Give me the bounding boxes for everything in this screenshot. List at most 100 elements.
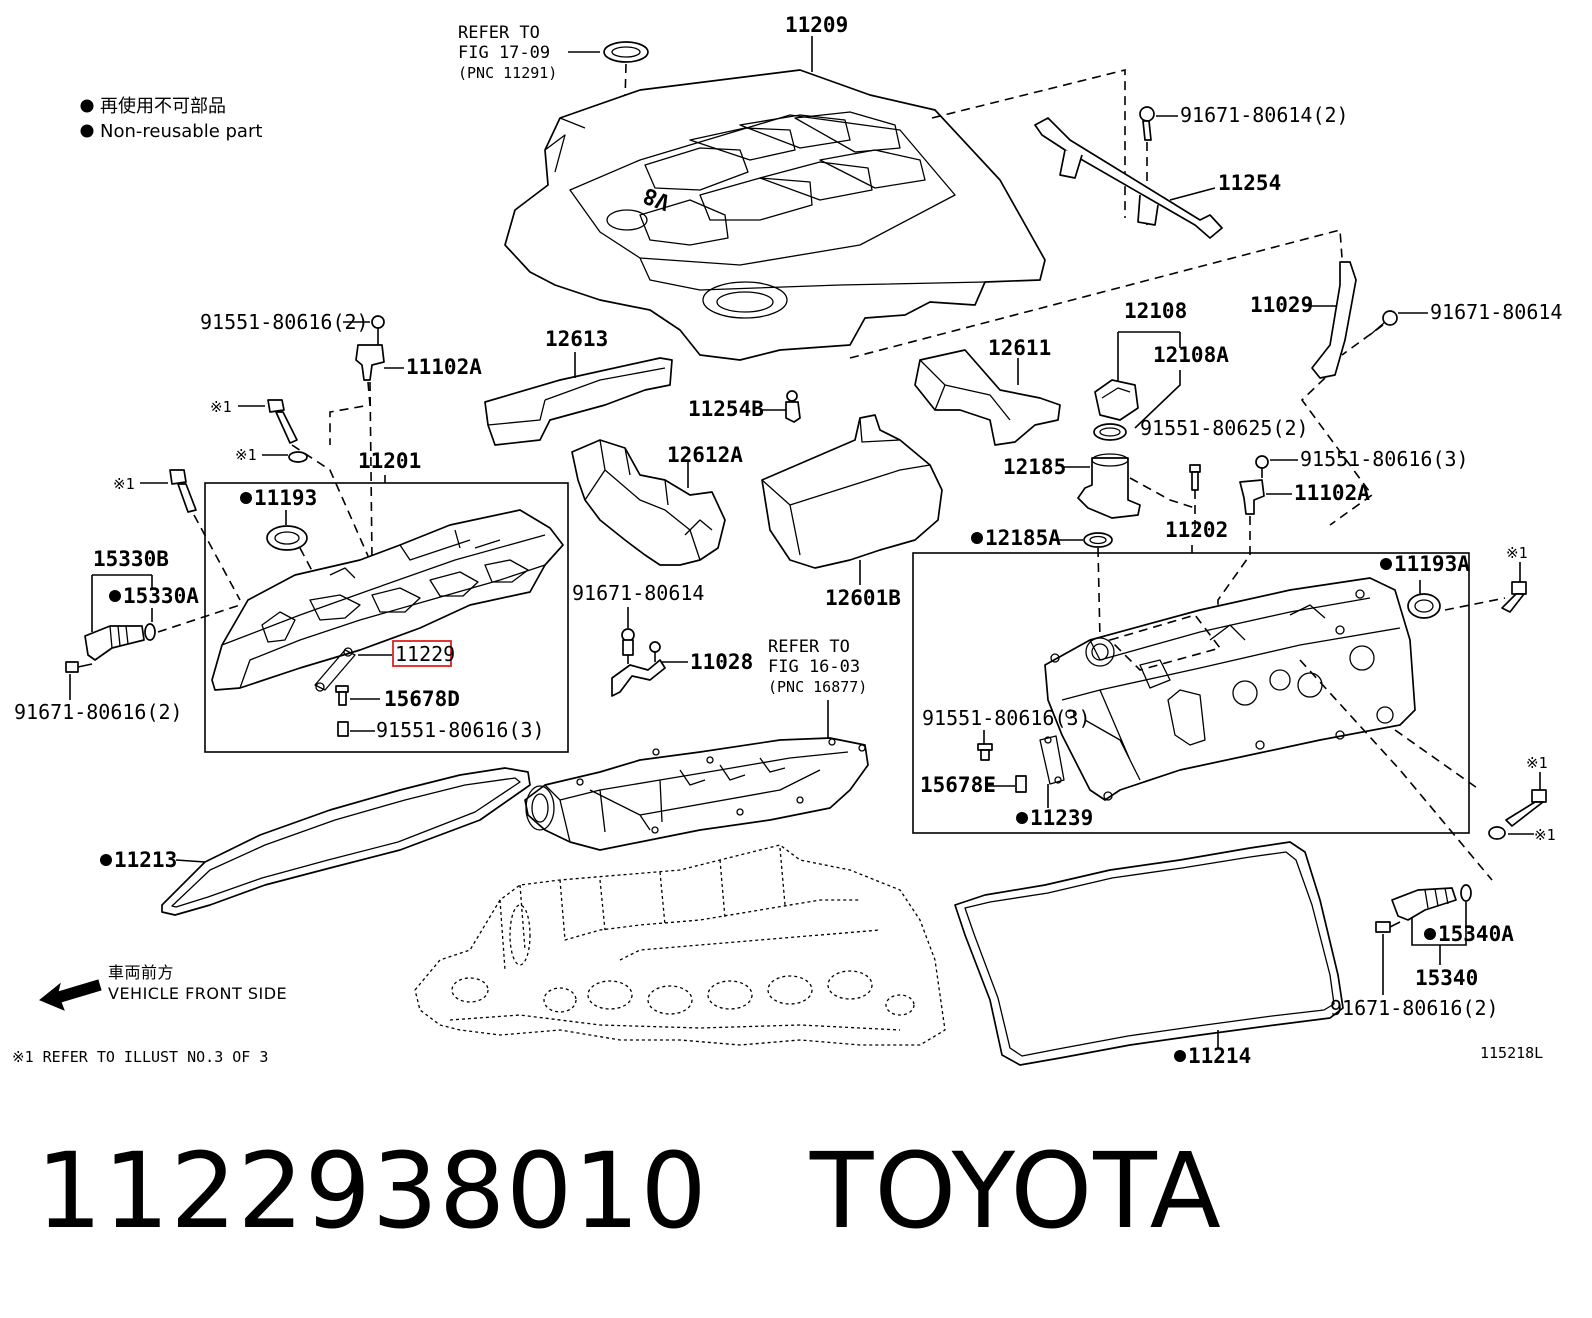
sensor-11102A-right: 91551-80616(3) 11102A bbox=[1217, 447, 1469, 700]
ocv-15340: 15340A 15340 91671-80616(2) bbox=[1330, 884, 1514, 1020]
x1-mark: ※1 bbox=[1534, 826, 1556, 844]
label-11209: 11209 bbox=[785, 13, 848, 37]
refer-fig17-line3: (PNC 11291) bbox=[458, 64, 557, 82]
label-91551-80616-3-left: 91551-80616(3) bbox=[376, 718, 545, 742]
footnote: ※1 REFER TO ILLUST NO.3 OF 3 bbox=[12, 1048, 268, 1066]
refer-fig17: REFER TO FIG 17-09 (PNC 11291) bbox=[458, 23, 649, 216]
front-jp: 車両前方 bbox=[108, 963, 174, 982]
box-11201 bbox=[204, 482, 569, 753]
label-91551-80616-3-right: 91551-80616(3) bbox=[1300, 447, 1469, 471]
label-15330B: 15330B bbox=[93, 547, 169, 571]
illustration-number: 115218L bbox=[1480, 1044, 1543, 1062]
label-11102A-right: 11102A bbox=[1294, 481, 1370, 505]
refer-fig16-line3: (PNC 16877) bbox=[768, 678, 867, 696]
non-reusable-bullet-icon bbox=[1174, 1050, 1186, 1062]
label-12611: 12611 bbox=[988, 336, 1051, 360]
label-12185: 12185 bbox=[1003, 455, 1066, 479]
x1-mark: ※1 bbox=[113, 475, 135, 493]
label-11239: 11239 bbox=[1030, 806, 1093, 830]
label-91671-80614-right: 91671-80614 bbox=[1430, 300, 1562, 324]
part-12611: 12611 bbox=[914, 336, 1061, 446]
label-91551-80616-3-box: 91551-80616(3) bbox=[922, 706, 1091, 730]
label-11213: 11213 bbox=[114, 848, 177, 872]
part-12601B: 12601B bbox=[761, 414, 943, 610]
non-reusable-bullet-icon bbox=[240, 492, 252, 504]
label-12108A: 12108A bbox=[1153, 343, 1229, 367]
highlight-11229 bbox=[392, 640, 452, 667]
box-11202 bbox=[912, 552, 1470, 834]
intake-manifold bbox=[524, 737, 869, 851]
label-15678D: 15678D bbox=[384, 687, 460, 711]
valve-cover-11201-box: 11201 11193 11229 15678D 91551-80616(3) bbox=[204, 449, 569, 753]
vehicle-front-indicator: 車両前方 VEHICLE FRONT SIDE bbox=[39, 963, 287, 1011]
part-12612A: 12612A bbox=[571, 439, 743, 566]
label-12612A: 12612A bbox=[667, 443, 743, 467]
legend-en: Non-reusable part bbox=[100, 121, 262, 142]
non-reusable-bullet-icon bbox=[1380, 558, 1392, 570]
label-12601B: 12601B bbox=[825, 586, 901, 610]
label-11254: 11254 bbox=[1218, 171, 1281, 195]
valve-cover-11202-box: 11202 11193A 91551-80616(3) 15678 bbox=[912, 518, 1470, 834]
refer-fig16-line1: REFER TO bbox=[768, 637, 850, 657]
x1-mark: ※1 bbox=[210, 398, 232, 416]
part-11029: 11029 91671-80614 bbox=[1250, 261, 1562, 526]
label-12185A: 12185A bbox=[985, 526, 1061, 550]
label-91671-80614-center: 91671-80614 bbox=[572, 581, 704, 605]
label-11201: 11201 bbox=[358, 449, 421, 473]
label-11193A: 11193A bbox=[1394, 552, 1470, 576]
label-12613: 12613 bbox=[545, 327, 608, 351]
label-15678E: 15678E bbox=[920, 773, 996, 797]
x1-marks-left: ※1 ※1 ※1 bbox=[113, 398, 373, 601]
label-11202: 11202 bbox=[1165, 518, 1228, 542]
sensor-11102A-left: 91551-80616(2) 11102A bbox=[200, 310, 482, 561]
label-91551-80616-2: 91551-80616(2) bbox=[200, 310, 369, 334]
brand-name: TOYOTA bbox=[809, 1130, 1222, 1252]
label-11254B: 11254B bbox=[688, 397, 764, 421]
emblem-icon bbox=[603, 41, 649, 63]
exploded-view: 再使用不可部品 Non-reusable part REFER TO FIG 1… bbox=[12, 13, 1562, 1068]
x1-mark: ※1 bbox=[235, 446, 257, 464]
label-91671-80614-2: 91671-80614(2) bbox=[1180, 103, 1349, 127]
non-reusable-bullet-icon bbox=[1424, 928, 1436, 940]
oil-filler-group: 12108 12108A 91551-80625(2) 12185 12185A bbox=[971, 299, 1309, 641]
label-15330A: 15330A bbox=[123, 584, 199, 608]
non-reusable-bullet-icon bbox=[1016, 812, 1028, 824]
front-en: VEHICLE FRONT SIDE bbox=[108, 984, 287, 1003]
x1-marks-right: ※1 ※1 ※1 bbox=[1488, 544, 1556, 844]
part-11028: 91671-80614 11028 bbox=[572, 581, 753, 697]
ocv-15330: 15330B 15330A 91671-80616(2) bbox=[14, 547, 241, 724]
label-91671-80616-2-left: 91671-80616(2) bbox=[14, 700, 183, 724]
refer-fig17-line2: FIG 17-09 bbox=[458, 43, 550, 63]
part-footer: 1122938010 TOYOTA bbox=[36, 1130, 1222, 1252]
label-11214: 11214 bbox=[1188, 1044, 1251, 1068]
part-11254B: 11254B bbox=[688, 390, 801, 423]
label-15340: 15340 bbox=[1415, 966, 1478, 990]
non-reusable-bullet-icon bbox=[109, 590, 121, 602]
label-15340A: 15340A bbox=[1438, 922, 1514, 946]
label-11029: 11029 bbox=[1250, 293, 1313, 317]
legend: 再使用不可部品 Non-reusable part bbox=[80, 96, 262, 142]
refer-fig16: REFER TO FIG 16-03 (PNC 16877) bbox=[768, 637, 867, 740]
non-reusable-bullet-icon bbox=[80, 124, 94, 138]
refer-fig17-line1: REFER TO bbox=[458, 23, 540, 43]
label-12108: 12108 bbox=[1124, 299, 1187, 323]
front-arrow-icon bbox=[39, 979, 102, 1011]
x1-mark: ※1 bbox=[1506, 544, 1528, 562]
x1-mark: ※1 bbox=[1526, 754, 1548, 772]
label-11028: 11028 bbox=[690, 650, 753, 674]
engine-block bbox=[414, 844, 946, 1046]
label-11102A-left: 11102A bbox=[406, 355, 482, 379]
gasket-11213: 11213 bbox=[100, 767, 531, 916]
label-91551-80625-2: 91551-80625(2) bbox=[1140, 416, 1309, 440]
gasket-11214: 11214 bbox=[954, 841, 1344, 1068]
engine-cover-11209: V8 11209 bbox=[504, 13, 1046, 361]
part-12613: 12613 bbox=[484, 327, 673, 446]
legend-jp: 再使用不可部品 bbox=[100, 96, 226, 117]
label-11229: 11229 bbox=[395, 642, 455, 666]
part-11254: 91671-80614(2) 11254 bbox=[1034, 103, 1349, 239]
non-reusable-bullet-icon bbox=[971, 532, 983, 544]
non-reusable-bullet-icon bbox=[100, 854, 112, 866]
non-reusable-bullet-icon bbox=[80, 99, 94, 113]
label-91671-80616-2-right: 91671-80616(2) bbox=[1330, 996, 1499, 1020]
